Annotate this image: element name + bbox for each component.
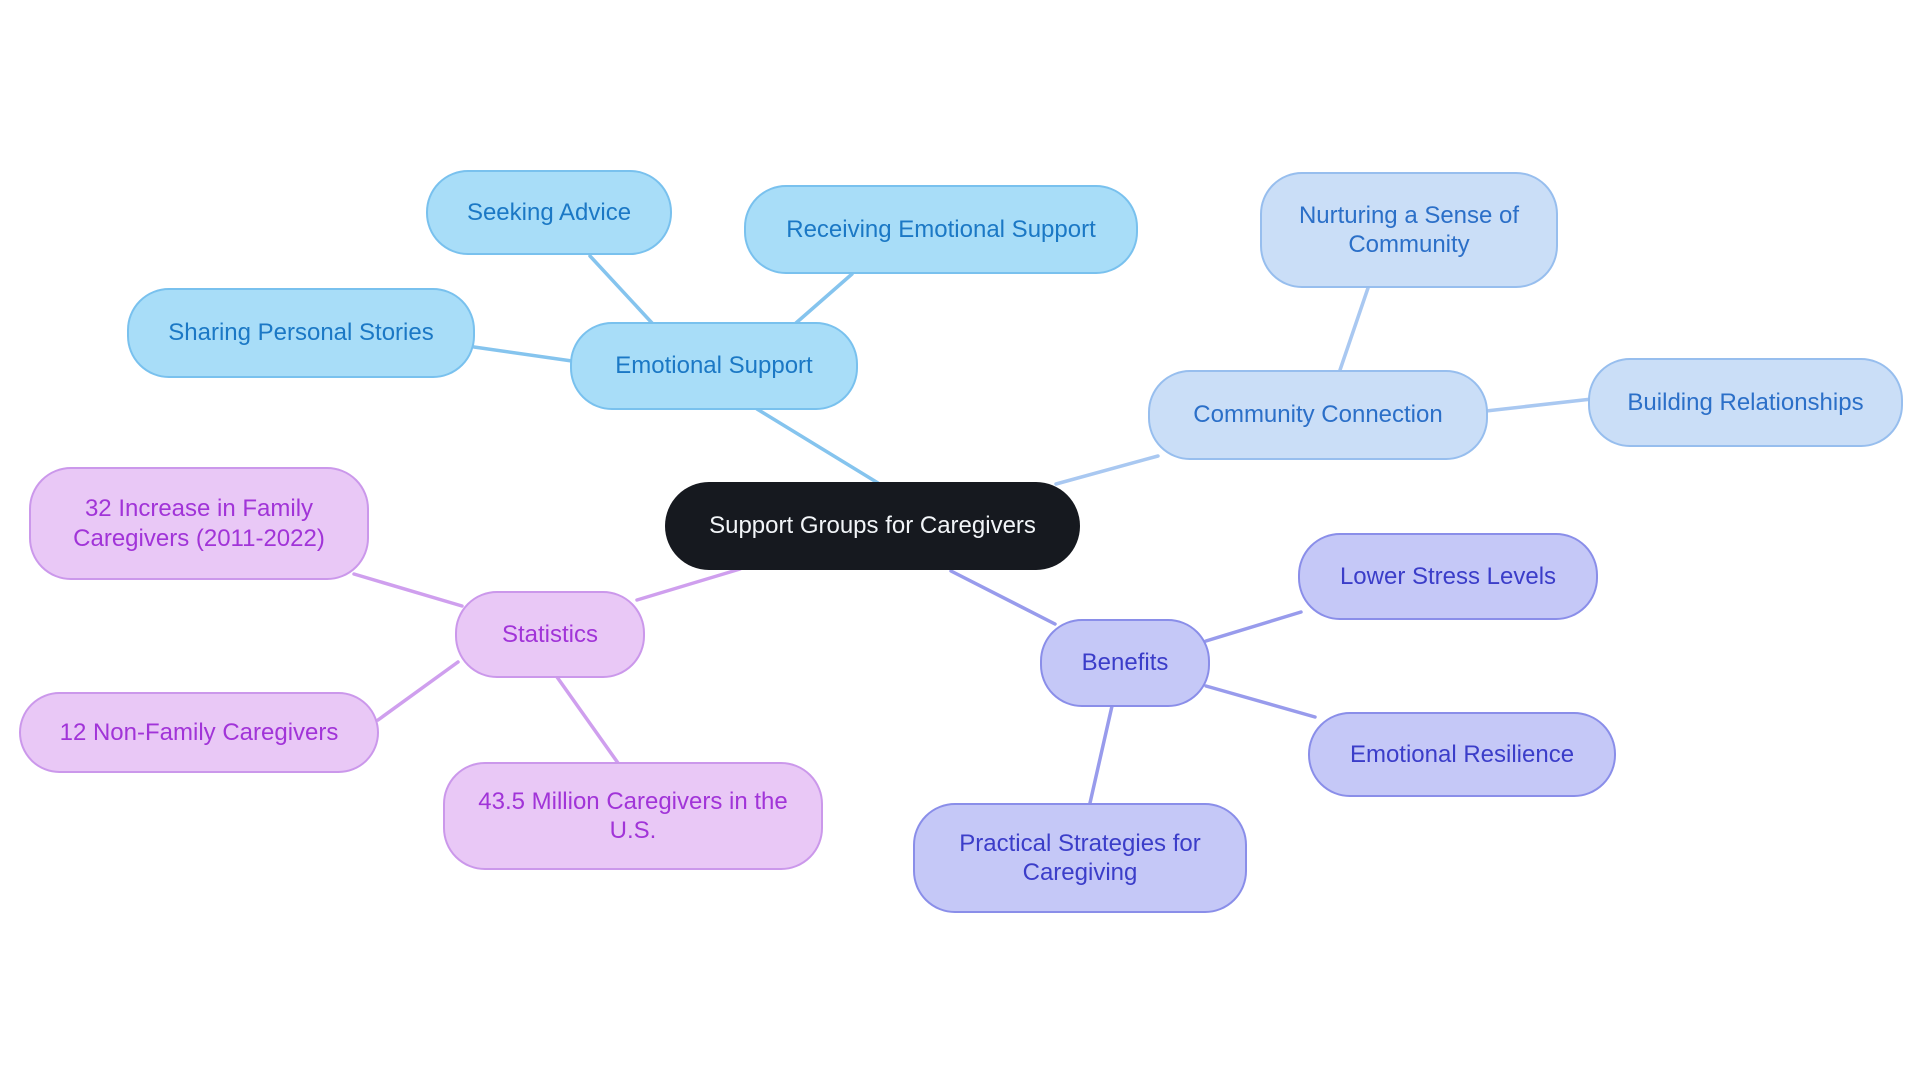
child-node-sharing-personal-stories[interactable]: Sharing Personal Stories xyxy=(127,288,475,378)
edge-emotional-support-sharing-personal-stories xyxy=(472,345,574,363)
edge-central-community-connection xyxy=(1054,454,1160,486)
edge-central-benefits xyxy=(949,569,1057,626)
edge-benefits-lower-stress xyxy=(1204,610,1303,643)
branch-node-community-connection[interactable]: Community Connection xyxy=(1148,370,1488,460)
branch-node-benefits[interactable]: Benefits xyxy=(1040,619,1210,707)
edge-central-statistics xyxy=(635,567,742,602)
child-node-lower-stress-levels[interactable]: Lower Stress Levels xyxy=(1298,533,1598,620)
edge-community-connection-nurturing xyxy=(1338,286,1370,372)
edge-emotional-support-seeking-advice xyxy=(588,254,654,325)
edge-statistics-increase-family xyxy=(352,572,464,608)
edge-community-connection-building-relationships xyxy=(1484,397,1594,413)
child-node-seeking-advice[interactable]: Seeking Advice xyxy=(426,170,672,255)
branch-node-emotional-support[interactable]: Emotional Support xyxy=(570,322,858,410)
branch-node-statistics[interactable]: Statistics xyxy=(455,591,645,678)
central-node-support-groups[interactable]: Support Groups for Caregivers xyxy=(665,482,1080,570)
child-node-non-family-caregivers[interactable]: 12 Non-Family Caregivers xyxy=(19,692,379,773)
child-node-nurturing-sense-of-community[interactable]: Nurturing a Sense of Community xyxy=(1260,172,1558,288)
edge-emotional-support-receiving-emotional-support xyxy=(794,272,854,325)
edge-benefits-emotional-resilience xyxy=(1204,684,1317,719)
child-node-receiving-emotional-support[interactable]: Receiving Emotional Support xyxy=(744,185,1138,274)
child-node-practical-strategies-caregiving[interactable]: Practical Strategies for Caregiving xyxy=(913,803,1247,913)
edge-statistics-millions xyxy=(555,675,620,765)
edge-benefits-practical-strategies xyxy=(1088,704,1114,805)
child-node-building-relationships[interactable]: Building Relationships xyxy=(1588,358,1903,447)
child-node-millions-caregivers-us[interactable]: 43.5 Million Caregivers in the U.S. xyxy=(443,762,823,870)
edge-statistics-non-family xyxy=(376,660,460,722)
child-node-increase-family-caregivers[interactable]: 32 Increase in Family Caregivers (2011-2… xyxy=(29,467,369,580)
edge-central-emotional-support xyxy=(755,407,880,485)
child-node-emotional-resilience[interactable]: Emotional Resilience xyxy=(1308,712,1616,797)
